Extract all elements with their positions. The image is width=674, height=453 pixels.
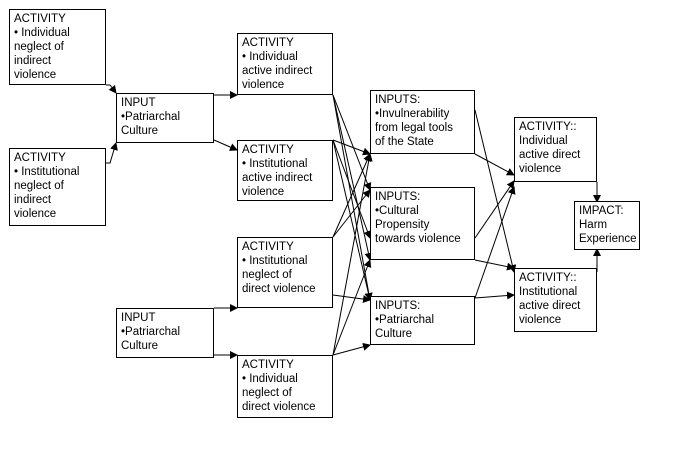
- node-line: Experience: [579, 233, 637, 245]
- node-line: neglect of: [14, 180, 64, 192]
- node-line: •Cultural: [375, 205, 419, 217]
- node-line: • Individual: [14, 27, 70, 39]
- node-line: •Patriarchal: [121, 111, 180, 123]
- node-activity-individual-neglect-direct: ACTIVITY • Individual neglect of direct …: [237, 355, 333, 418]
- edge-ins2-act8: [474, 259, 515, 271]
- node-line: active direct: [519, 300, 581, 312]
- edge-ins1-act8: [474, 109, 517, 273]
- node-line: direct violence: [242, 401, 316, 413]
- node-title: INPUTS:: [375, 300, 421, 312]
- edge-inp1-act4: [213, 139, 238, 151]
- node-impact-harm-experience: IMPACT: Harm Experience: [574, 201, 640, 250]
- edge-act4-ins1: [332, 139, 371, 156]
- edge-act5-ins1: [332, 153, 371, 238]
- node-activity-institutional-active-indirect: ACTIVITY • Institutional active indirect…: [237, 140, 333, 201]
- edge-ins2-act7: [474, 180, 515, 239]
- node-title: ACTIVITY: [242, 37, 294, 49]
- node-input-patriarchal-culture-bottom: INPUT •Patriarchal Culture: [116, 308, 214, 358]
- node-title: INPUTS:: [375, 94, 421, 106]
- node-line: Individual: [519, 135, 568, 147]
- node-line: • Individual: [242, 51, 298, 63]
- node-title: ACTIVITY: [242, 144, 294, 156]
- edge-ins3-act8: [474, 291, 515, 300]
- node-line: •Patriarchal: [375, 314, 434, 326]
- node-line: violence: [14, 69, 57, 81]
- node-line: neglect of: [242, 269, 292, 281]
- node-line: violence: [519, 314, 562, 326]
- node-activity-institutional-neglect-indirect: ACTIVITY • Institutional neglect of indi…: [9, 148, 106, 226]
- node-line: of the State: [375, 136, 434, 148]
- node-line: violence: [242, 79, 285, 91]
- node-inputs-invulnerability: INPUTS: •Invulnerability from legal tool…: [370, 90, 475, 154]
- node-title: ACTIVITY: [242, 359, 294, 371]
- node-line: violence: [14, 208, 57, 220]
- edge-act5-ins3: [332, 294, 371, 304]
- node-line: active indirect: [242, 65, 313, 77]
- node-line: towards violence: [375, 233, 461, 245]
- node-line: indirect: [14, 194, 52, 206]
- edge-act6-ins3: [332, 342, 371, 356]
- edge-act3-ins2: [332, 94, 372, 191]
- edge-ins3-act7: [474, 186, 516, 299]
- node-inputs-patriarchal-culture: INPUTS: •Patriarchal Culture: [370, 296, 475, 345]
- edge-act4-ins3: [332, 139, 373, 301]
- node-title: ACTIVITY::: [519, 121, 577, 133]
- node-title: ACTIVITY: [242, 241, 294, 253]
- node-line: from legal tools: [375, 122, 453, 134]
- node-line: Culture: [121, 340, 159, 352]
- edge-act3-ins3: [332, 94, 373, 261]
- node-line: • Institutional: [14, 166, 80, 178]
- node-title: INPUT: [121, 97, 156, 109]
- node-title: ACTIVITY: [14, 13, 66, 25]
- node-title: INPUT: [121, 312, 156, 324]
- node-line: Culture: [375, 328, 413, 340]
- node-line: active direct: [519, 149, 581, 161]
- edge-act1-inp1: [106, 84, 117, 94]
- node-line: Culture: [121, 125, 159, 137]
- node-line: • Individual: [242, 373, 298, 385]
- node-line: Harm: [579, 219, 608, 231]
- edge-act6-ins1: [332, 153, 373, 356]
- node-line: indirect: [14, 55, 52, 67]
- node-line: Institutional: [519, 286, 578, 298]
- node-activity-institutional-neglect-direct: ACTIVITY • Institutional neglect of dire…: [237, 237, 333, 308]
- node-line: Propensity: [375, 219, 430, 231]
- node-line: • Institutional: [242, 158, 308, 170]
- edge-act5-ins2: [332, 189, 371, 238]
- node-line: direct violence: [242, 283, 316, 295]
- node-title: IMPACT:: [579, 205, 624, 217]
- node-inputs-cultural-propensity: INPUTS: •Cultural Propensity towards vio…: [370, 187, 475, 260]
- node-line: active indirect: [242, 172, 313, 184]
- node-line: neglect of: [14, 41, 64, 53]
- node-input-patriarchal-culture-top: INPUT •Patriarchal Culture: [116, 93, 214, 143]
- edge-act2-inp1: [106, 142, 118, 164]
- edge-ins1-act7: [474, 153, 515, 176]
- node-title: ACTIVITY: [14, 152, 66, 164]
- node-title: INPUTS:: [375, 191, 421, 203]
- node-activity-institutional-active-direct: ACTIVITY:: Institutional active direct v…: [514, 268, 597, 332]
- node-line: violence: [242, 186, 285, 198]
- node-line: neglect of: [242, 387, 292, 399]
- node-line: •Patriarchal: [121, 326, 180, 338]
- node-activity-individual-neglect-indirect: ACTIVITY • Individual neglect of indirec…: [9, 9, 106, 85]
- node-line: • Institutional: [242, 255, 308, 267]
- node-line: •Invulnerability: [375, 108, 450, 120]
- edge-act6-ins2: [332, 259, 372, 356]
- node-line: violence: [519, 163, 562, 175]
- node-activity-individual-active-indirect: ACTIVITY • Individual active indirect vi…: [237, 33, 333, 95]
- node-activity-individual-active-direct: ACTIVITY:: Individual active direct viol…: [514, 117, 597, 182]
- edge-act4-ins2: [332, 139, 372, 239]
- node-title: ACTIVITY::: [519, 272, 577, 284]
